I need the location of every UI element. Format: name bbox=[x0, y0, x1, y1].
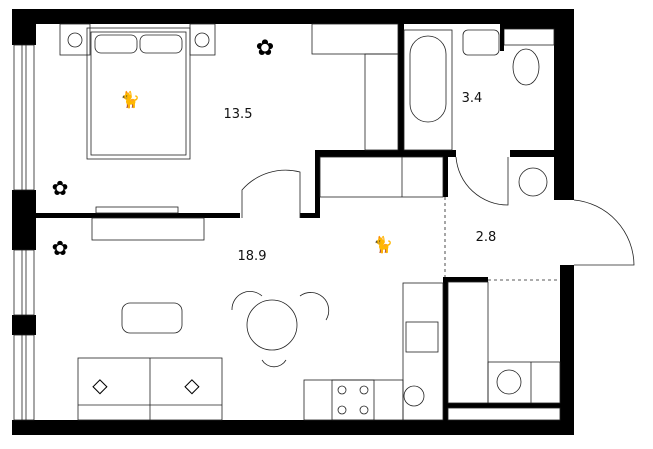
cushion-icon: ◇ bbox=[92, 375, 108, 397]
interior-walls bbox=[36, 24, 560, 435]
doors bbox=[241, 156, 635, 281]
bathtub-basin bbox=[409, 35, 447, 123]
toilet bbox=[512, 48, 540, 86]
left-wall-segment bbox=[12, 9, 36, 45]
hall-closet bbox=[447, 281, 561, 421]
wardrobe bbox=[311, 23, 399, 55]
lamp-icon bbox=[67, 32, 83, 48]
coffee-table bbox=[121, 302, 183, 334]
electric-panel-icon bbox=[496, 369, 522, 395]
shaft bbox=[503, 28, 555, 46]
bathroom-wall bbox=[510, 150, 560, 157]
living-furniture: ✿ ◇ ◇ 🐈 bbox=[52, 156, 444, 421]
bathroom-fixtures bbox=[403, 29, 548, 197]
cushion-icon: ◇ bbox=[184, 375, 200, 397]
left-wall-segment bbox=[12, 315, 36, 335]
exterior-walls bbox=[12, 9, 574, 435]
closet-wall bbox=[448, 403, 560, 408]
shelf bbox=[447, 407, 561, 421]
bathtub bbox=[403, 29, 453, 151]
bedroom-furniture: 🐈 ✿ ✿ bbox=[52, 23, 399, 214]
top-wall bbox=[12, 9, 574, 24]
window bbox=[13, 249, 35, 316]
plant-icon: ✿ bbox=[52, 238, 69, 260]
nightstand bbox=[189, 23, 216, 56]
windows bbox=[13, 44, 35, 421]
plant-icon: ✿ bbox=[52, 178, 69, 200]
bedroom-wall bbox=[36, 213, 240, 218]
hall-wall bbox=[443, 150, 448, 197]
hall-wall bbox=[443, 277, 448, 435]
niche-wall bbox=[315, 150, 320, 218]
stove bbox=[331, 379, 375, 421]
lamp-icon bbox=[194, 32, 210, 48]
kitchen-counter bbox=[303, 379, 404, 421]
pillow bbox=[94, 34, 138, 54]
nightstand bbox=[59, 23, 91, 56]
bottom-wall bbox=[12, 420, 574, 435]
washbasin bbox=[462, 29, 500, 56]
cabinet bbox=[487, 361, 561, 404]
tv bbox=[91, 217, 205, 241]
cat-icon: 🐈 bbox=[373, 235, 393, 254]
cat-icon: 🐈 bbox=[120, 90, 140, 109]
shaft-wall bbox=[500, 24, 554, 29]
room-area-bathroom: 3.4 bbox=[462, 91, 483, 106]
bed bbox=[86, 27, 191, 160]
chair bbox=[231, 291, 263, 311]
room-area-bedroom: 13.5 bbox=[224, 107, 253, 122]
dining-table bbox=[246, 299, 298, 351]
bathroom-left-wall bbox=[398, 24, 404, 154]
bedroom-wall bbox=[300, 213, 320, 218]
shaft-wall bbox=[500, 24, 504, 51]
sink bbox=[405, 321, 439, 353]
right-wall-upper bbox=[554, 9, 574, 200]
tv-stand bbox=[95, 206, 179, 214]
bed-mattress bbox=[90, 31, 187, 156]
pillow bbox=[139, 34, 183, 54]
kitchen-counter bbox=[319, 156, 444, 198]
kitchen-counter bbox=[402, 282, 444, 421]
plant-icon: ✿ bbox=[256, 35, 274, 60]
window bbox=[13, 334, 35, 421]
right-wall-lower bbox=[560, 265, 574, 435]
room-area-hallway: 2.8 bbox=[476, 230, 497, 245]
chair bbox=[299, 292, 330, 321]
burner bbox=[359, 405, 369, 415]
window bbox=[13, 44, 35, 191]
bathroom-wall bbox=[315, 150, 456, 157]
hall-wall bbox=[443, 277, 488, 282]
bedroom-door[interactable] bbox=[241, 169, 301, 218]
fruit-bowl bbox=[403, 385, 425, 407]
bathroom-door[interactable] bbox=[455, 156, 509, 206]
burner bbox=[337, 385, 347, 395]
entrance-door[interactable] bbox=[573, 199, 635, 266]
burner bbox=[337, 405, 347, 415]
chair bbox=[261, 359, 287, 368]
closet bbox=[447, 281, 489, 404]
wardrobe bbox=[364, 53, 399, 151]
burner bbox=[359, 385, 369, 395]
washing-machine bbox=[518, 167, 548, 197]
left-wall-segment bbox=[12, 190, 36, 250]
room-area-living: 18.9 bbox=[238, 249, 267, 264]
